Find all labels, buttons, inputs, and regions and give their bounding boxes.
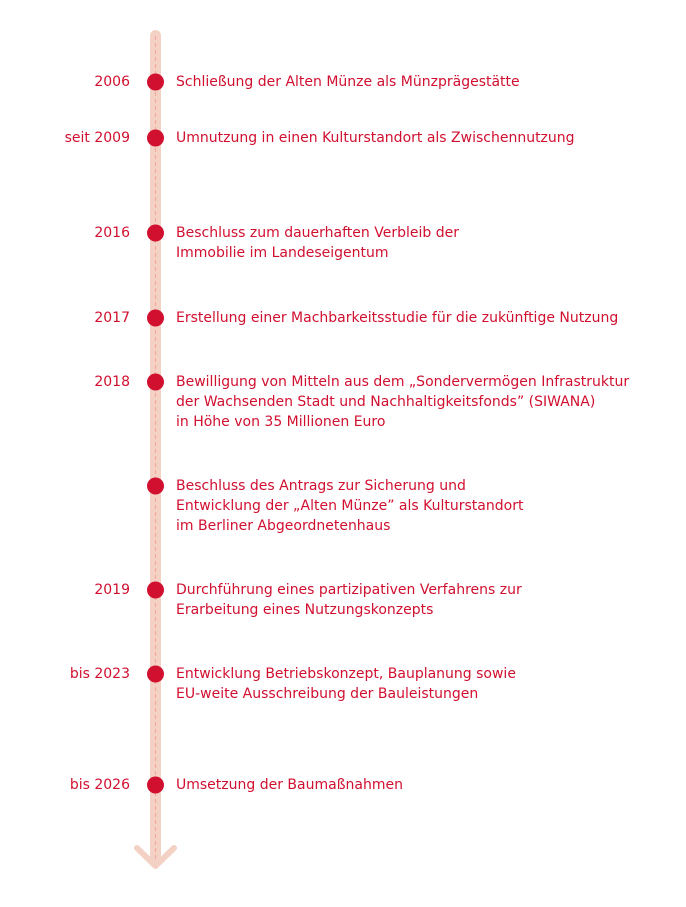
timeline-description-line: Umsetzung der Baumaßnahmen xyxy=(176,777,403,793)
timeline-dot xyxy=(147,477,164,495)
timeline-description: Durchführung eines partizipativen Verfah… xyxy=(176,580,666,620)
timeline-description-line: Umnutzung in einen Kulturstandort als Zw… xyxy=(176,130,575,146)
timeline-description-line: Beschluss zum dauerhaften Verbleib der xyxy=(176,225,459,241)
timeline-description: Erstellung einer Machbarkeitsstudie für … xyxy=(176,308,666,328)
timeline-description: Schließung der Alten Münze als Münzpräge… xyxy=(176,72,666,92)
timeline-description-line: Immobilie im Landeseigentum xyxy=(176,245,389,261)
timeline-description-line: Erarbeitung eines Nutzungskonzepts xyxy=(176,602,434,618)
timeline-dot xyxy=(147,224,164,242)
timeline-description-line: Entwicklung der „Alten Münze” als Kultur… xyxy=(176,498,524,514)
timeline-year: 2016 xyxy=(94,225,130,241)
timeline-year: bis 2026 xyxy=(69,777,130,793)
timeline-dot xyxy=(147,129,164,147)
timeline-arrow xyxy=(134,30,177,869)
arrow-head xyxy=(134,845,177,869)
timeline-description: Umnutzung in einen Kulturstandort als Zw… xyxy=(176,128,666,148)
timeline-dot xyxy=(147,73,164,91)
timeline-dot xyxy=(147,309,164,327)
timeline-year: bis 2023 xyxy=(69,666,130,682)
timeline-description-line: EU-weite Ausschreibung der Bauleistungen xyxy=(176,686,479,702)
timeline-dots xyxy=(147,73,164,794)
timeline-description: Bewilligung von Mitteln aus dem „Sonderv… xyxy=(176,372,666,432)
timeline-dot xyxy=(147,581,164,599)
timeline-description-line: der Wachsenden Stadt und Nachhaltigkeits… xyxy=(176,394,596,410)
timeline-description: Umsetzung der Baumaßnahmen xyxy=(176,775,666,795)
timeline-description-line: Schließung der Alten Münze als Münzpräge… xyxy=(176,74,520,90)
timeline-description-line: Beschluss des Antrags zur Sicherung und xyxy=(176,478,466,494)
timeline-description: Entwicklung Betriebskonzept, Bauplanung … xyxy=(176,664,666,704)
timeline-year: 2017 xyxy=(94,310,130,326)
timeline-year: 2018 xyxy=(94,374,130,390)
timeline-description-line: im Berliner Abgeordnetenhaus xyxy=(176,518,391,534)
timeline-year: 2019 xyxy=(94,582,130,598)
timeline-dot xyxy=(147,776,164,794)
timeline-year: 2006 xyxy=(94,74,130,90)
timeline-description-line: Bewilligung von Mitteln aus dem „Sonderv… xyxy=(176,374,630,390)
timeline-year: seit 2009 xyxy=(64,130,130,146)
timeline-description-line: in Höhe von 35 Millionen Euro xyxy=(176,414,386,430)
timeline-dot xyxy=(147,373,164,391)
timeline-description-line: Erstellung einer Machbarkeitsstudie für … xyxy=(176,310,619,326)
timeline-dot xyxy=(147,665,164,683)
timeline-description-line: Entwicklung Betriebskonzept, Bauplanung … xyxy=(176,666,516,682)
timeline-description-line: Durchführung eines partizipativen Verfah… xyxy=(176,582,522,598)
